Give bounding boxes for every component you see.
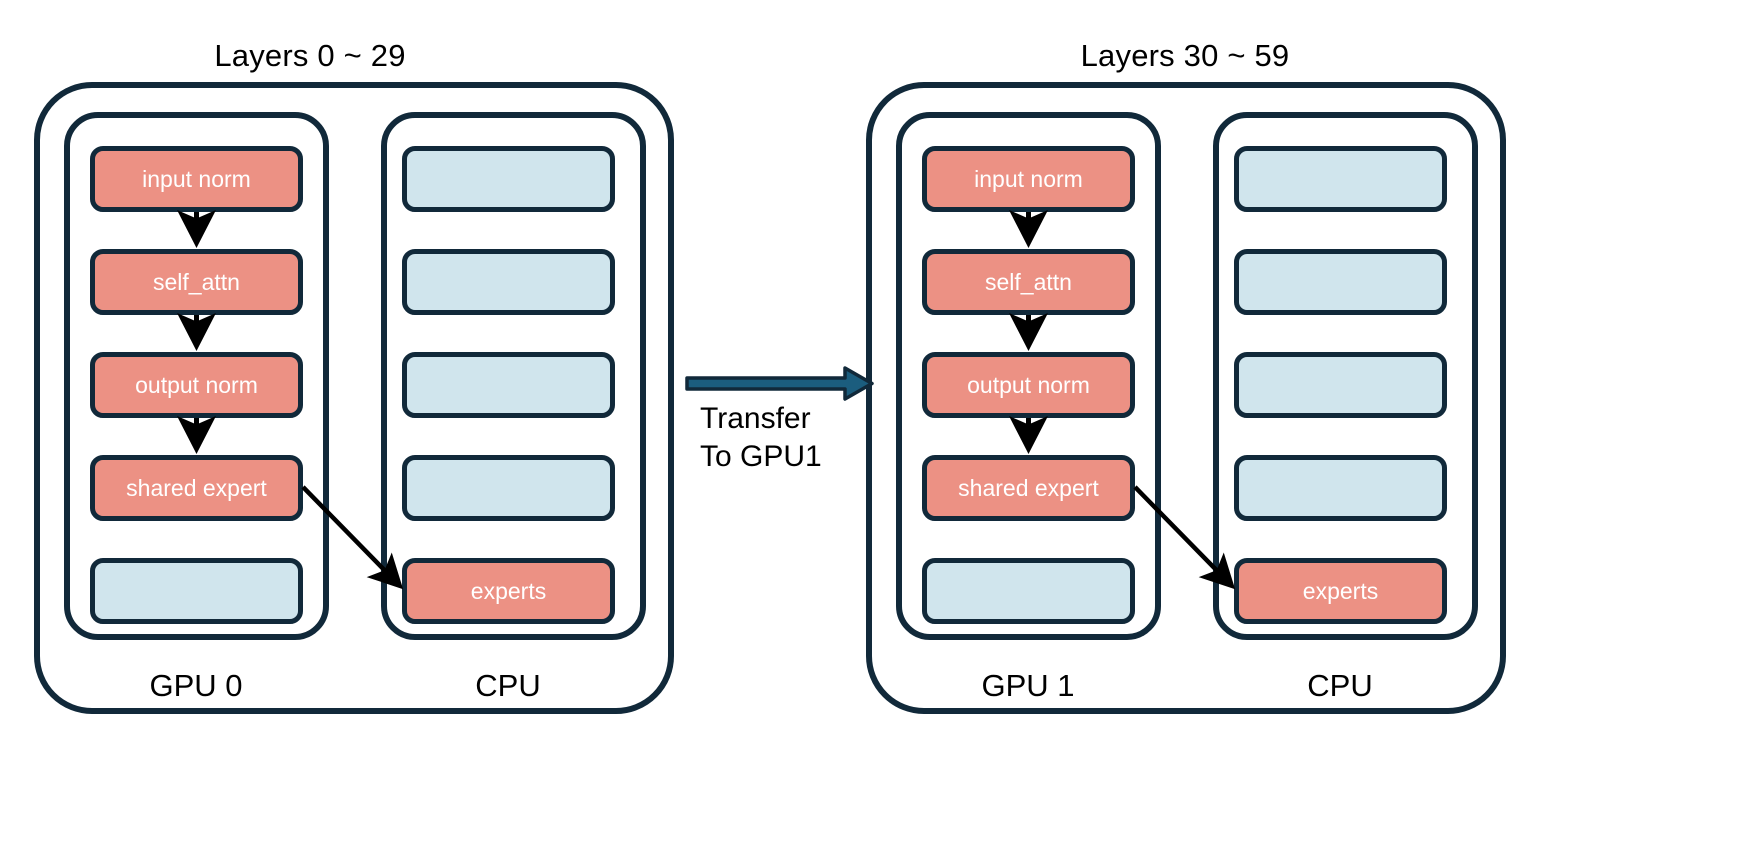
unit-gpu0-output-norm[interactable]: output norm: [90, 352, 303, 418]
unit-gpu0-self-attn[interactable]: self_attn: [90, 249, 303, 315]
unit-label: shared expert: [126, 474, 267, 501]
unit-cpu1-slot-3[interactable]: [1234, 352, 1447, 418]
unit-cpu1-slot-1[interactable]: [1234, 146, 1447, 212]
unit-cpu0-slot-2[interactable]: [402, 249, 615, 315]
unit-label: self_attn: [985, 268, 1072, 295]
group-title-left: Layers 0 ~ 29: [214, 38, 406, 73]
unit-gpu1-input-norm[interactable]: input norm: [922, 146, 1135, 212]
unit-gpu1-self-attn[interactable]: self_attn: [922, 249, 1135, 315]
group-title-right: Layers 30 ~ 59: [1080, 38, 1290, 73]
transfer-arrow: [685, 366, 874, 401]
unit-cpu0-slot-3[interactable]: [402, 352, 615, 418]
device-label-cpu-right: CPU: [1307, 668, 1373, 703]
unit-gpu1-shared-expert[interactable]: shared expert: [922, 455, 1135, 521]
transfer-label: Transfer To GPU1: [700, 402, 822, 474]
unit-label: output norm: [967, 371, 1090, 398]
unit-label: experts: [470, 577, 547, 604]
unit-cpu1-slot-2[interactable]: [1234, 249, 1447, 315]
device-label-gpu1: GPU 1: [981, 668, 1075, 703]
unit-cpu0-slot-4[interactable]: [402, 455, 615, 521]
unit-label: input norm: [974, 165, 1083, 192]
device-label-gpu0: GPU 0: [149, 668, 243, 703]
unit-label: experts: [1302, 577, 1379, 604]
device-label-cpu-left: CPU: [475, 668, 541, 703]
unit-cpu0-experts[interactable]: experts: [402, 558, 615, 624]
unit-cpu1-experts[interactable]: experts: [1234, 558, 1447, 624]
unit-gpu0-shared-expert[interactable]: shared expert: [90, 455, 303, 521]
unit-label: output norm: [135, 371, 258, 398]
unit-label: input norm: [142, 165, 251, 192]
unit-label: shared expert: [958, 474, 1099, 501]
unit-gpu1-output-norm[interactable]: output norm: [922, 352, 1135, 418]
unit-gpu0-input-norm[interactable]: input norm: [90, 146, 303, 212]
unit-cpu1-slot-4[interactable]: [1234, 455, 1447, 521]
unit-cpu0-slot-1[interactable]: [402, 146, 615, 212]
unit-gpu0-empty-slot[interactable]: [90, 558, 303, 624]
unit-gpu1-empty-slot[interactable]: [922, 558, 1135, 624]
unit-label: self_attn: [153, 268, 240, 295]
